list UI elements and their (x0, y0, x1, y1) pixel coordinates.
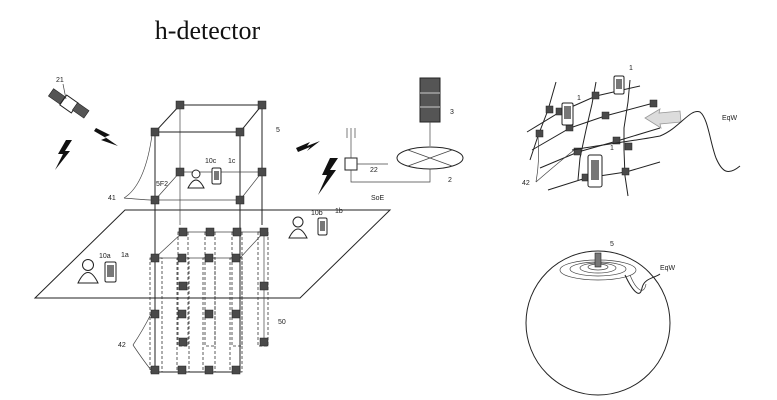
satellite-icon (47, 83, 90, 119)
underground-columns (149, 231, 269, 373)
label-base-station: 2 (448, 177, 452, 184)
label-globe-marker: 5 (610, 241, 614, 248)
label-grid-phone-3: 1 (610, 145, 614, 152)
label-column: 50 (278, 319, 286, 326)
label-building: 5 (276, 127, 280, 134)
label-phone-b: 1b (335, 208, 343, 215)
label-satellite: 21 (56, 77, 64, 84)
smartphone-icon (104, 261, 117, 283)
label-floor: 5F2 (156, 181, 168, 188)
signal-bolt-icon (55, 140, 72, 170)
building-marker-icon (594, 252, 602, 268)
sensor-nodes-building (150, 100, 269, 375)
label-user-a: 10a (99, 253, 111, 260)
label-server: 3 (450, 109, 454, 116)
seismic-wave (571, 111, 741, 173)
arrow-left-icon (644, 108, 682, 129)
server-icon (419, 77, 441, 123)
sensor-nodes-grid (535, 91, 658, 182)
figure-title: h-detector (154, 16, 261, 45)
person-icon (288, 216, 308, 239)
relay-antenna-icon (344, 128, 431, 183)
base-station-icon (396, 146, 464, 170)
label-user-c: 10c (205, 158, 217, 165)
label-phone-a: 1a (121, 252, 129, 259)
smartphone-icon (587, 154, 603, 188)
building-frame (154, 104, 265, 373)
label-wave-grid: EqW (722, 115, 738, 122)
label-phone-c: 1c (228, 158, 236, 165)
label-wave-globe: EqW (660, 265, 676, 272)
label-grid-phone-1: 1 (629, 65, 633, 72)
label-relay: 22 (370, 167, 378, 174)
smartphone-icon (317, 217, 328, 236)
label-sensors-top: 41 (108, 195, 116, 202)
ground-plane (33, 209, 392, 299)
label-grid-sensors: 42 (522, 180, 530, 187)
smartphone-icon (561, 102, 574, 126)
signal-bolt-icon (318, 158, 338, 195)
label-grid-phone-2: 1 (577, 95, 581, 102)
signal-bolt-icon (296, 141, 320, 152)
signal-bolt-icon (94, 128, 118, 146)
earth-globe (525, 250, 671, 396)
person-icon (187, 169, 205, 189)
smartphone-icon (211, 167, 222, 185)
label-surface: SoE (371, 195, 385, 202)
label-user-b: 10b (311, 210, 323, 217)
person-icon (77, 259, 99, 284)
smartphone-icon (613, 75, 625, 95)
label-sensors-bottom: 42 (118, 342, 126, 349)
